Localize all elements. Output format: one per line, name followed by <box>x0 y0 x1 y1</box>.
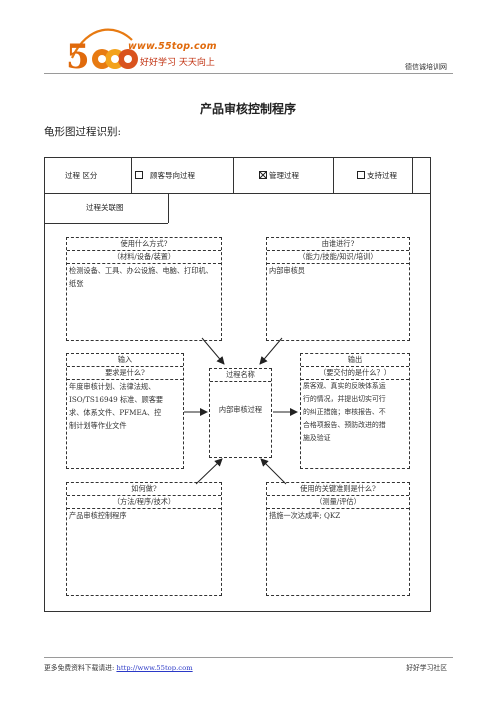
footer-divider <box>44 657 453 658</box>
who-box: 由谁进行? （能力/技能/知识/培训） 内部审核员 <box>266 237 410 341</box>
method-box: 如何做? （方法/程序/技术） 产品审核控制程序 <box>66 482 222 596</box>
label-cell-right <box>168 193 169 223</box>
input-body-line: ISO/TS16949 标准、顾客要 <box>69 395 164 404</box>
output-heading: 输出 <box>347 355 363 364</box>
who-heading: 由谁进行? <box>321 239 355 248</box>
output-body-line: 行的情况，并提出切实可行 <box>303 395 386 403</box>
output-box: 输出 （要交付的是什么？） 质客观、真实的反映体系运 行的情况，并提出切实可行 … <box>300 353 410 469</box>
checkbox-support-process[interactable] <box>357 171 365 179</box>
criteria-box: 使用的关键准则是什么? （测量/评估） 措施一次达成率; QKZ <box>266 482 410 596</box>
criteria-sub: （测量/评估） <box>315 497 361 506</box>
cell-divider <box>131 157 132 193</box>
method-sub: （方法/程序/技术） <box>112 497 176 506</box>
arrow-resources-to-process <box>201 337 225 365</box>
page-title: 产品审核控制程序 <box>199 102 296 116</box>
input-body-line: 制计划等作业文件 <box>69 421 127 430</box>
arrow-who-to-process <box>259 337 283 365</box>
footer-link[interactable]: http://www.55top.com <box>116 664 193 672</box>
footer-prefix: 更多免费资料下载请进: <box>44 664 115 672</box>
turtle-diagram-frame <box>44 157 431 612</box>
input-heading: 输入 <box>117 355 133 364</box>
footer-download-note: 更多免费资料下载请进: http://www.55top.com <box>44 662 193 672</box>
checkbox-management-process[interactable] <box>259 171 267 179</box>
output-body-line: 合格项报告、预防改进的措 <box>303 421 386 429</box>
relation-diagram-label: 过程关联图 <box>86 203 124 212</box>
site-logo[interactable]: 5 <box>58 18 218 77</box>
process-type-label: 过程 区分 <box>65 171 98 180</box>
resources-body: 检测设备、工具、办公设施、电脑、打印机、纸张 <box>69 266 213 288</box>
output-sub: （要交付的是什么？） <box>319 368 391 377</box>
check-x-icon <box>259 171 267 179</box>
input-body-line: 求、体系文件、PFMEA、控 <box>69 408 162 417</box>
page-subtitle: 龟形图过程识别: <box>44 126 122 138</box>
cell-divider <box>412 157 413 193</box>
row-divider <box>44 193 431 194</box>
process-name-box: 过程名称 内部审核过程 <box>209 368 272 458</box>
method-heading: 如何做? <box>131 484 157 493</box>
logo-url-text: www.55top.com <box>128 41 217 52</box>
footer-community: 好好学习社区 <box>406 664 447 672</box>
management-process-label: 管理过程 <box>269 171 299 180</box>
criteria-heading: 使用的关键准则是什么? <box>300 484 376 493</box>
logo-slogan: 好好学习 天天向上 <box>140 58 215 68</box>
method-body: 产品审核控制程序 <box>69 511 127 520</box>
input-box: 输入 要求是什么? 年度审核计划、法律法规、 ISO/TS16949 标准、顾客… <box>66 353 184 469</box>
header-divider <box>44 73 453 74</box>
who-body: 内部审核员 <box>269 266 305 275</box>
resources-box: 使用什么方式? （材料/设备/装置） 检测设备、工具、办公设施、电脑、打印机、纸… <box>66 237 222 341</box>
checkbox-customer-process[interactable] <box>135 171 143 179</box>
header-site-name: 德信诚培训网 <box>405 63 447 71</box>
input-body-line: 年度审核计划、法律法规、 <box>69 382 156 391</box>
cell-divider <box>233 157 234 193</box>
support-process-label: 支持过程 <box>367 171 397 180</box>
output-body-line: 的纠正措施；审核报告、不 <box>303 408 386 416</box>
criteria-body: 措施一次达成率; QKZ <box>269 511 341 520</box>
customer-process-label: 顾客导向过程 <box>150 171 195 180</box>
arrow-method-to-process <box>195 458 223 485</box>
resources-sub: （材料/设备/装置） <box>112 252 176 261</box>
output-body: 质客观、真实的反映体系运 行的情况，并提出切实可行 的纠正措施；审核报告、不 合… <box>301 380 409 445</box>
input-sub: 要求是什么? <box>105 368 145 377</box>
output-body-line: 施及验证 <box>303 434 331 442</box>
process-name-body: 内部审核过程 <box>218 405 263 414</box>
process-name-heading: 过程名称 <box>226 370 255 379</box>
who-sub: （能力/技能/知识/培训） <box>298 252 378 261</box>
arrow-criteria-to-process <box>260 458 287 485</box>
output-body-line: 质客观、真实的反映体系运 <box>303 382 386 390</box>
input-body: 年度审核计划、法律法规、 ISO/TS16949 标准、顾客要 求、体系文件、P… <box>67 380 183 432</box>
resources-heading: 使用什么方式? <box>120 239 168 248</box>
label-cell-bottom <box>44 223 168 224</box>
logo-graphic: 5 <box>66 28 138 77</box>
logo-digit: 5 <box>66 37 90 76</box>
cell-divider <box>333 157 334 193</box>
